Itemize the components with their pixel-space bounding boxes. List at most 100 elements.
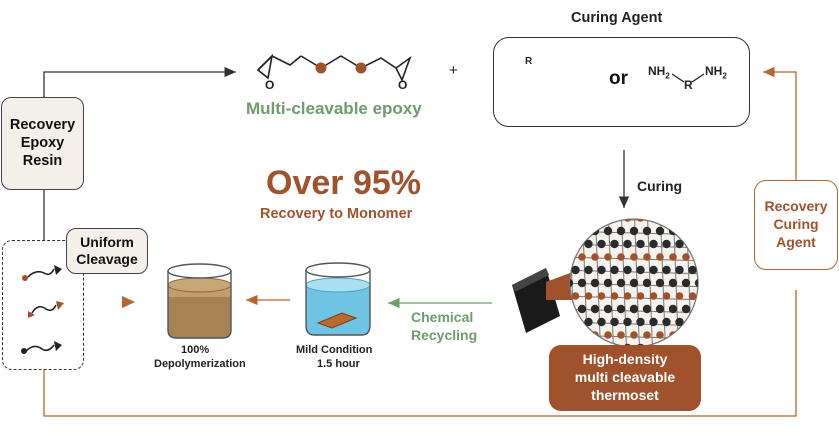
cleavable-node bbox=[591, 253, 599, 261]
uniform-cleavage-box: Uniform Cleavage bbox=[66, 228, 148, 274]
cleavable-node bbox=[682, 331, 690, 339]
chem-recycling-line2: Recycling bbox=[411, 327, 478, 343]
cleavable-node bbox=[675, 219, 684, 222]
cleavable-node bbox=[675, 292, 684, 300]
cleavable-node bbox=[656, 331, 664, 339]
crosslink-node bbox=[597, 317, 606, 327]
crosslink-node bbox=[584, 265, 593, 275]
cleavable-node bbox=[630, 253, 638, 261]
crosslink-node bbox=[642, 304, 652, 314]
beaker-depolymerized bbox=[167, 263, 232, 339]
cleavable-node bbox=[571, 219, 580, 222]
crosslink-node bbox=[681, 278, 691, 288]
crosslink-node bbox=[610, 265, 619, 275]
crosslink-node bbox=[584, 239, 593, 249]
crosslink-node bbox=[694, 304, 698, 314]
crosslink-node bbox=[681, 304, 691, 314]
fragment-icons bbox=[21, 265, 64, 354]
crosslink-node bbox=[701, 240, 709, 248]
crosslink-node bbox=[694, 226, 698, 236]
crosslink-node bbox=[623, 265, 632, 275]
amine-sub-right: 2 bbox=[722, 71, 727, 81]
recovery-curing-line2: Curing bbox=[773, 216, 819, 232]
beaker-mild bbox=[305, 262, 371, 336]
crosslink-node bbox=[701, 344, 709, 352]
crosslink-node bbox=[688, 317, 697, 327]
recovery-epoxy-resin-box: Recovery Epoxy Resin bbox=[1, 97, 84, 190]
thermoset-network bbox=[569, 214, 710, 352]
crosslink-node bbox=[570, 304, 574, 314]
anhydride-r: R bbox=[525, 56, 533, 67]
cleavable-node bbox=[688, 292, 697, 300]
crosslink-node bbox=[688, 265, 697, 275]
cleavable-node bbox=[570, 331, 573, 339]
cleavable-node bbox=[578, 253, 586, 261]
amine-structure: NH2 R NH2 bbox=[648, 64, 743, 98]
curing-agent-title: Curing Agent bbox=[571, 10, 663, 26]
cleavable-node bbox=[656, 253, 664, 261]
crosslink-node bbox=[616, 278, 626, 288]
amine-r: R bbox=[684, 78, 693, 92]
thermoset-line1: High-density bbox=[582, 351, 668, 367]
cleavable-node bbox=[695, 253, 698, 261]
crosslink-node bbox=[629, 304, 639, 314]
crosslink-node bbox=[590, 278, 600, 288]
cleavable-node bbox=[636, 219, 645, 222]
cleavable-node bbox=[617, 331, 625, 339]
depoly-line2: Depolymerization bbox=[154, 358, 246, 370]
amine-nh-right: NH bbox=[705, 64, 723, 78]
crosslink-node bbox=[636, 317, 645, 327]
cleavage-arrowhead bbox=[122, 296, 135, 308]
headline-big: Over 95% bbox=[266, 164, 421, 202]
cleavable-node bbox=[597, 292, 606, 300]
crosslink-node bbox=[603, 304, 613, 314]
crosslink-node bbox=[603, 226, 613, 236]
crosslink-node bbox=[616, 304, 626, 314]
fragment-2 bbox=[28, 301, 64, 318]
crosslink-node bbox=[649, 265, 658, 275]
crosslink-node bbox=[701, 318, 709, 326]
crosslink-node bbox=[642, 226, 652, 236]
cleavable-node bbox=[682, 253, 690, 261]
curing-label: Curing bbox=[637, 178, 683, 194]
crosslink-node bbox=[662, 265, 671, 275]
mild-line1: Mild Condition bbox=[296, 344, 373, 356]
cleavable-node bbox=[604, 331, 612, 339]
cleavable-node bbox=[688, 219, 697, 222]
epoxy-o-left: O bbox=[265, 78, 275, 92]
crosslink-node bbox=[668, 304, 678, 314]
crosslink-node bbox=[662, 317, 671, 327]
curing-or: or bbox=[609, 68, 628, 89]
crosslink-node bbox=[577, 278, 587, 288]
crosslink-node bbox=[570, 278, 574, 288]
fragment-1 bbox=[22, 265, 62, 281]
recovery-curing-line3: Agent bbox=[776, 234, 816, 250]
epoxy-label: Multi-cleavable epoxy bbox=[246, 99, 422, 118]
recovery-loop-top bbox=[763, 66, 797, 180]
cleavable-node bbox=[702, 292, 710, 300]
crosslink-node bbox=[610, 239, 619, 249]
cleavable-node bbox=[570, 253, 573, 261]
cleavable-site-2 bbox=[355, 62, 367, 74]
uniform-line1: Uniform bbox=[80, 234, 134, 250]
cleavable-node bbox=[571, 292, 580, 300]
cleavable-node bbox=[662, 219, 671, 222]
cleavable-node bbox=[643, 253, 651, 261]
cleavable-node bbox=[630, 331, 638, 339]
cleavable-node bbox=[584, 219, 593, 222]
cleavable-site-1 bbox=[315, 62, 327, 74]
cleavable-node bbox=[695, 331, 698, 339]
chem-recycling-line1: Chemical bbox=[411, 309, 474, 325]
hammer-icon bbox=[512, 268, 578, 333]
crosslink-node bbox=[629, 278, 639, 288]
cleavable-node bbox=[623, 219, 632, 222]
cleavable-node bbox=[623, 292, 632, 300]
epoxy-plus: + bbox=[449, 62, 458, 79]
crosslink-node bbox=[616, 226, 626, 236]
resin-line3: Resin bbox=[22, 153, 63, 169]
cleavable-node bbox=[578, 331, 586, 339]
crosslink-node bbox=[636, 239, 645, 249]
mild-line2: 1.5 hour bbox=[317, 358, 360, 370]
feed-arrow bbox=[43, 66, 236, 97]
cleavable-node bbox=[702, 214, 710, 222]
